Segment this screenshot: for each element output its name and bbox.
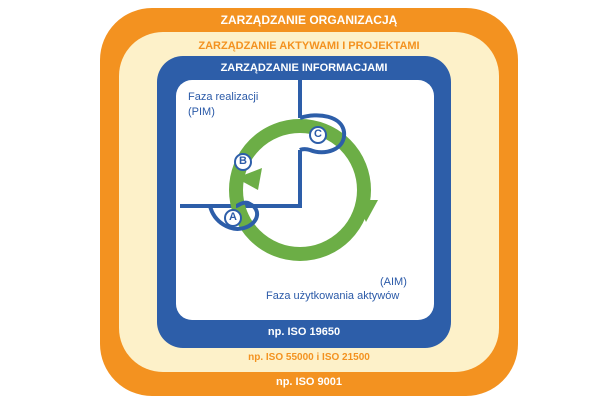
pim-phase-label: Faza realizacji xyxy=(188,91,259,103)
marker-b-label: B xyxy=(239,155,247,167)
marker-c-label: C xyxy=(314,128,322,140)
inner-band-title: ZARZĄDZANIE INFORMACJAMI xyxy=(220,62,388,74)
lifecycle-ring xyxy=(229,119,371,261)
marker-a-label: A xyxy=(229,211,237,223)
phase-divider-line xyxy=(180,80,302,208)
outer-band-footer: np. ISO 9001 xyxy=(275,376,343,388)
inner-content-area xyxy=(176,80,434,320)
marker-b-circle xyxy=(234,153,252,171)
inner-band-footer: np. ISO 19650 xyxy=(267,326,341,338)
marker-c-circle xyxy=(309,126,327,144)
marker-c-loop xyxy=(299,113,347,155)
marker-a-circle xyxy=(224,209,242,227)
marker-a-loop xyxy=(208,200,260,231)
middle-band-title: ZARZĄDZANIE AKTYWAMI I PROJEKTAMI xyxy=(198,40,420,52)
ring-arrow-right xyxy=(356,200,378,222)
pim-phase-abbr: (PIM) xyxy=(188,106,215,118)
ring-arrow-left xyxy=(236,168,262,190)
middle-band-footer: np. ISO 55000 i ISO 21500 xyxy=(248,352,370,363)
outer-band-title: ZARZĄDZANIE ORGANIZACJĄ xyxy=(220,13,398,27)
aim-phase-abbr: (AIM) xyxy=(380,276,407,288)
aim-phase-label: Faza użytkowania aktywów xyxy=(266,290,400,302)
